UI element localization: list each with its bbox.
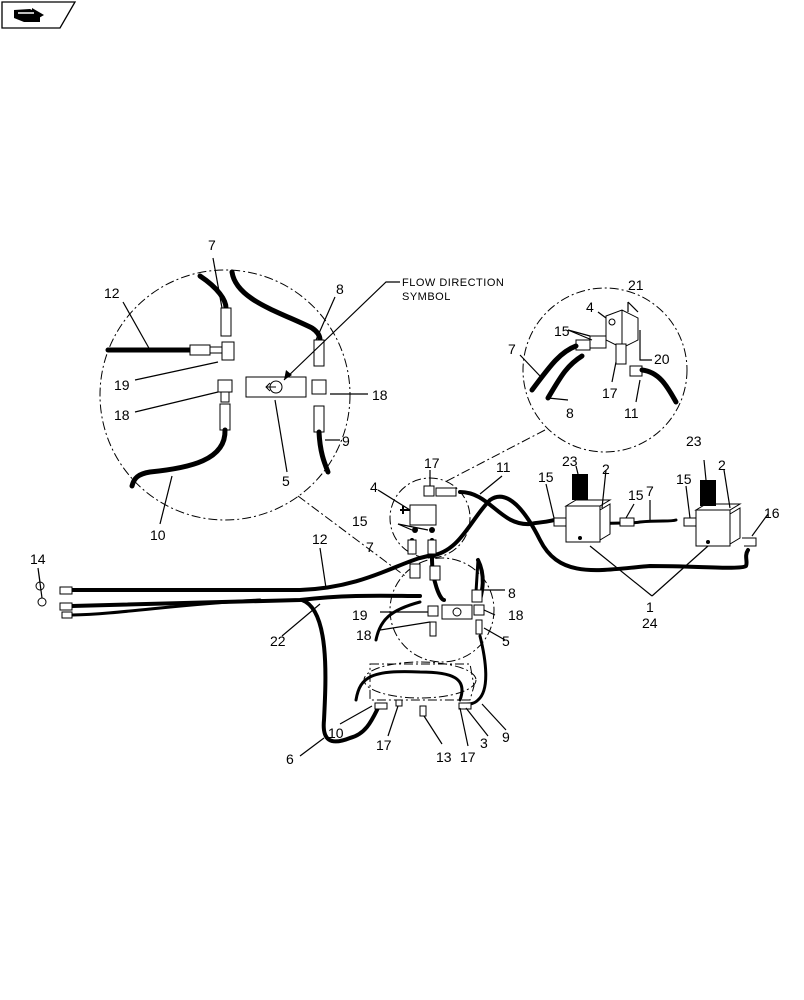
- callout-6: 6: [286, 751, 294, 767]
- callout-14: 14: [30, 551, 46, 567]
- callout-13: 13: [436, 749, 452, 765]
- callout-18: 18: [372, 387, 388, 403]
- callout-3: 3: [480, 735, 488, 751]
- callout-22: 22: [270, 633, 286, 649]
- callout-23: 23: [562, 453, 578, 469]
- valve-coil-right: [683, 480, 757, 547]
- callout-11: 11: [496, 459, 511, 475]
- callout-2: 2: [602, 461, 610, 477]
- callout-21: 21: [628, 277, 644, 293]
- callout-20: 20: [654, 351, 670, 367]
- book-arrow-icon: [14, 8, 44, 22]
- callout-19: 19: [114, 377, 130, 393]
- callout-24: 24: [642, 615, 658, 631]
- connector-right-to-upper: [444, 429, 546, 483]
- detail-circle-upper: [377, 470, 471, 559]
- callout-18: 18: [356, 627, 372, 643]
- callout-15: 15: [538, 469, 554, 485]
- callout-4: 4: [370, 479, 378, 495]
- callout-18: 18: [114, 407, 130, 423]
- callout-7: 7: [366, 539, 374, 555]
- callout-5: 5: [502, 633, 510, 649]
- callout-17: 17: [602, 385, 618, 401]
- callout-11: 11: [624, 405, 639, 421]
- callout-10: 10: [150, 527, 166, 543]
- callout-8: 8: [566, 405, 574, 421]
- callout-numbers: 7 12 8 19 18 18 9 5 10 21 4 15 7 20 17 8…: [30, 237, 780, 767]
- detail-view-right: [519, 287, 688, 453]
- detail-view-left: [99, 257, 368, 525]
- callout-18: 18: [508, 607, 524, 623]
- callout-7: 7: [508, 341, 516, 357]
- callout-8: 8: [508, 585, 516, 601]
- callout-17: 17: [460, 749, 476, 765]
- callout-7: 7: [646, 483, 654, 499]
- callout-16: 16: [764, 505, 780, 521]
- main-leader-lines: [37, 459, 769, 757]
- callout-15: 15: [352, 513, 368, 529]
- callout-12: 12: [104, 285, 120, 301]
- callout-15: 15: [676, 471, 692, 487]
- callout-7: 7: [208, 237, 216, 253]
- callout-17: 17: [376, 737, 392, 753]
- callout-2: 2: [718, 457, 726, 473]
- callout-1: 1: [646, 599, 654, 615]
- navigation-tab[interactable]: [1, 1, 77, 29]
- callout-23: 23: [686, 433, 702, 449]
- flow-direction-note-line1: FLOW DIRECTION: [402, 277, 504, 289]
- callout-9: 9: [502, 729, 510, 745]
- engine-outline: [369, 663, 475, 701]
- callout-17: 17: [424, 455, 440, 471]
- flow-direction-leader: [283, 281, 400, 381]
- main-hose-assembly: [59, 487, 750, 744]
- callout-15: 15: [628, 487, 644, 503]
- callout-9: 9: [342, 433, 350, 449]
- valve-coil-left: [553, 474, 612, 543]
- callout-8: 8: [336, 281, 344, 297]
- callout-15: 15: [554, 323, 570, 339]
- connector-left-to-lower: [297, 495, 406, 577]
- callout-12: 12: [312, 531, 328, 547]
- callout-10: 10: [328, 725, 344, 741]
- flow-direction-arrowhead: [284, 370, 292, 380]
- callout-5: 5: [282, 473, 290, 489]
- callout-19: 19: [352, 607, 368, 623]
- flow-direction-note-line2: SYMBOL: [402, 291, 451, 303]
- callout-4: 4: [586, 299, 594, 315]
